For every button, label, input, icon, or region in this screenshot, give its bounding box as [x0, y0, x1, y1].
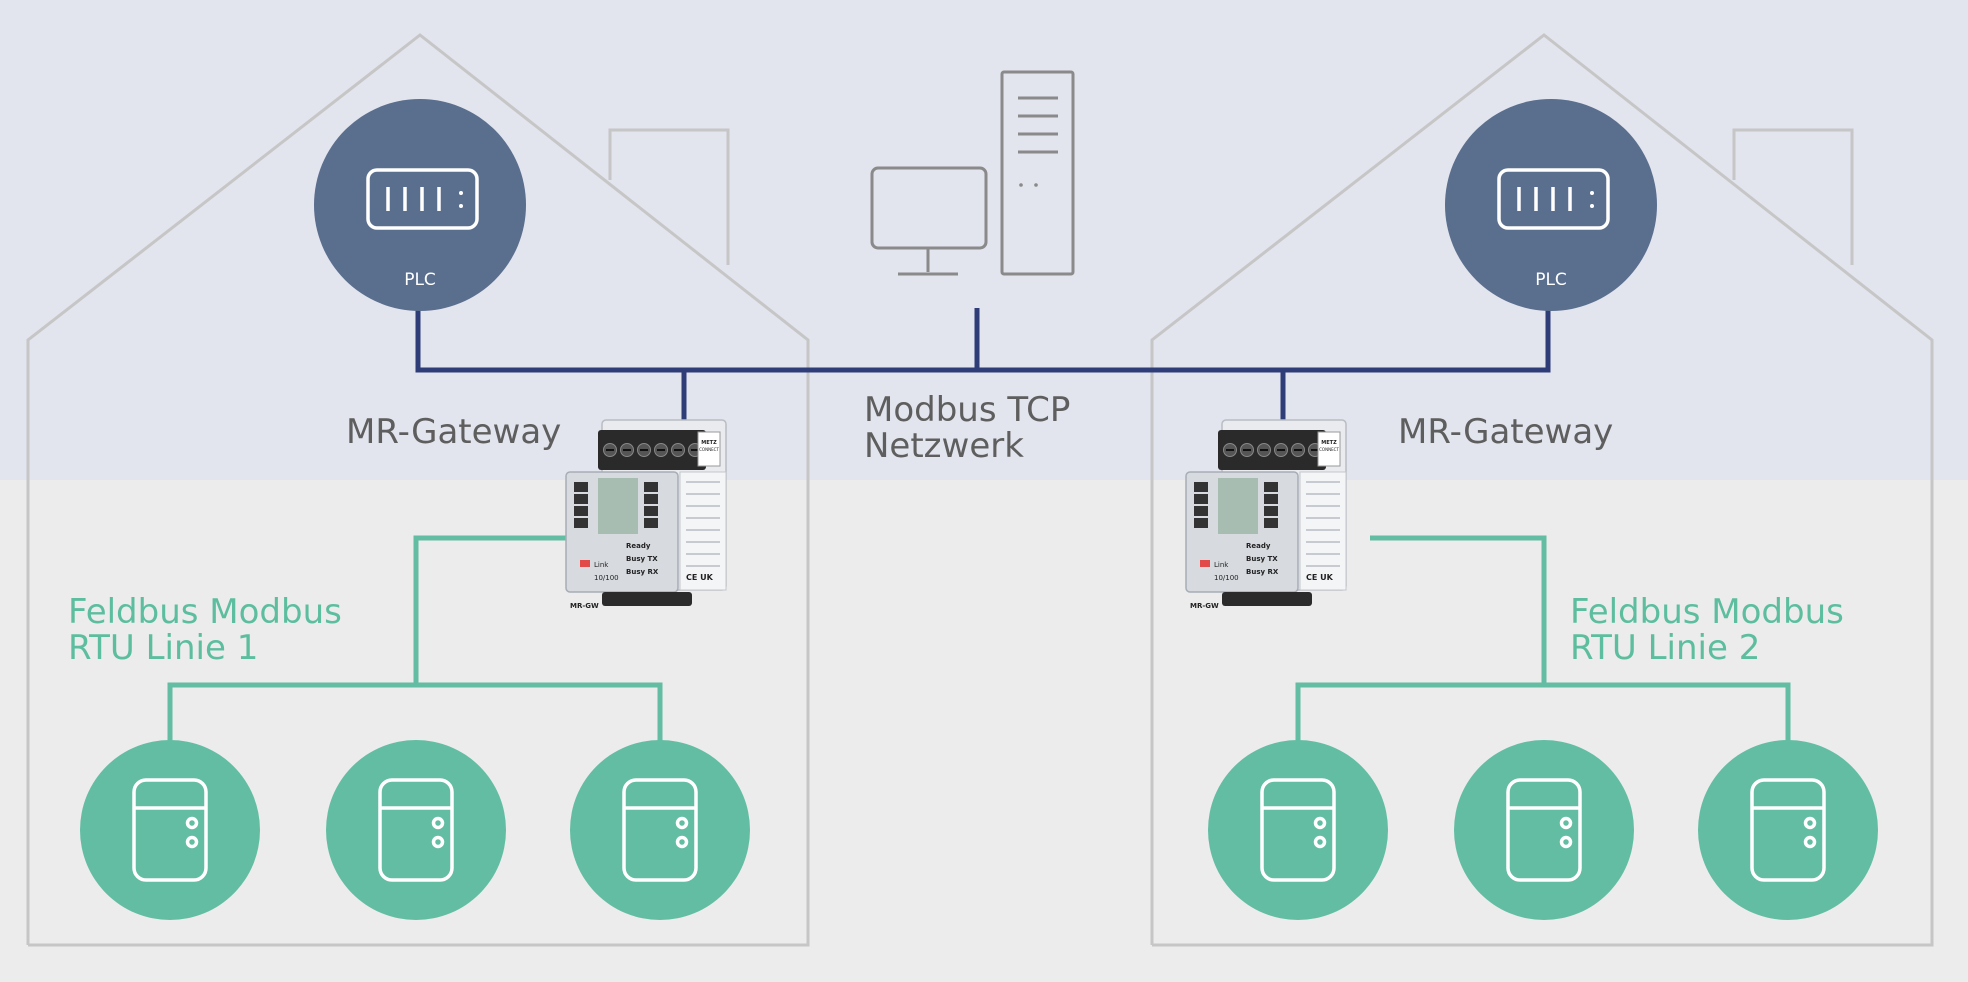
- gateway-right-label: MR-Gateway: [1398, 412, 1614, 452]
- gw-model-label: MR-GW: [1190, 602, 1219, 610]
- gw-speed-label: 10/100: [594, 574, 619, 582]
- network-label: Modbus TCP Netzwerk: [864, 392, 1070, 464]
- plc-controller-icon: [1497, 168, 1610, 230]
- fieldbus-left-line1: Feldbus Modbus: [68, 592, 342, 632]
- plc-left-label: PLC: [404, 270, 436, 290]
- fieldbus-left-label: Feldbus Modbus RTU Linie 1: [68, 594, 342, 666]
- gw-cert-mark: CE UK: [686, 573, 714, 582]
- gw-brand: METZ: [1321, 440, 1337, 446]
- field-device-icon: [132, 778, 208, 882]
- gw-model-label: MR-GW: [570, 602, 599, 610]
- network-label-line2: Netzwerk: [864, 426, 1024, 466]
- gw-link-label: Link: [594, 561, 609, 569]
- fieldbus-lines-left: [167, 535, 663, 745]
- fieldbus-left-line2: RTU Linie 1: [68, 628, 259, 668]
- gw-cert-mark: CE UK: [1306, 573, 1334, 582]
- gw-speed-label: 10/100: [1214, 574, 1239, 582]
- field-device-icon: [622, 778, 698, 882]
- gw-led-label: Busy RX: [626, 568, 659, 576]
- field-device[interactable]: [1208, 740, 1388, 920]
- gw-led-label: Busy RX: [1246, 568, 1279, 576]
- field-device-icon: [1506, 778, 1582, 882]
- gw-brand-sub: CONNECT: [699, 447, 719, 452]
- computer-monitor-icon[interactable]: [870, 166, 988, 276]
- field-device[interactable]: [326, 740, 506, 920]
- gw-brand-sub: CONNECT: [1319, 447, 1339, 452]
- tcp-network-lines: [415, 308, 1551, 420]
- field-device-icon: [378, 778, 454, 882]
- fieldbus-right-line1: Feldbus Modbus: [1570, 592, 1844, 632]
- fieldbus-right-label: Feldbus Modbus RTU Linie 2: [1570, 594, 1844, 666]
- field-device-icon: [1750, 778, 1826, 882]
- field-device-icon: [1260, 778, 1336, 882]
- field-device[interactable]: [80, 740, 260, 920]
- field-device[interactable]: [570, 740, 750, 920]
- gw-led-label: Busy TX: [626, 555, 658, 563]
- bottom-band: [0, 480, 1968, 982]
- gw-link-label: Link: [1214, 561, 1229, 569]
- house-right: [1150, 33, 1934, 947]
- fieldbus-right-line2: RTU Linie 2: [1570, 628, 1761, 668]
- gw-led-label: Ready: [626, 542, 651, 550]
- plc-right[interactable]: PLC: [1445, 99, 1657, 311]
- house-left: [26, 33, 810, 947]
- plc-left[interactable]: PLC: [314, 99, 526, 311]
- plc-right-label: PLC: [1535, 270, 1567, 290]
- gw-brand: METZ: [701, 440, 717, 446]
- field-devices: [80, 740, 1878, 920]
- field-device[interactable]: [1698, 740, 1878, 920]
- network-label-line1: Modbus TCP: [864, 390, 1071, 430]
- plc-controller-icon: [366, 168, 479, 230]
- gw-led-label: Busy TX: [1246, 555, 1278, 563]
- field-device[interactable]: [1454, 740, 1634, 920]
- gw-led-label: Ready: [1246, 542, 1271, 550]
- fieldbus-lines-right: [1295, 535, 1791, 745]
- gateway-left-label: MR-Gateway: [346, 412, 562, 452]
- server-tower-icon[interactable]: [1000, 70, 1075, 276]
